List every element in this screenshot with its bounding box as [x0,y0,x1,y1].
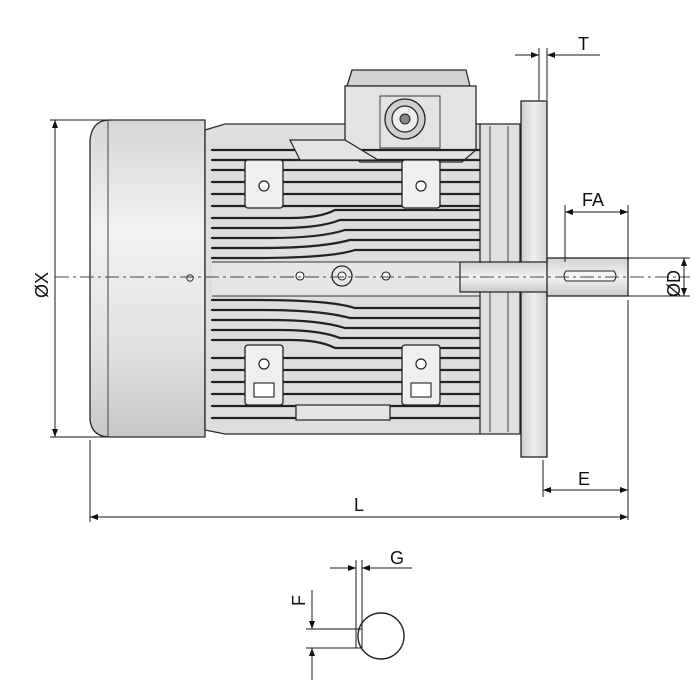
label-T: T [578,34,589,54]
dimension-T: T [515,34,600,100]
center-bolts [295,265,391,287]
fan-cover [89,119,206,438]
label-E: E [578,469,590,489]
dimension-D: ØD [628,257,690,297]
dimension-X: ØX [32,119,110,438]
label-D: ØD [664,270,684,297]
label-L: L [354,495,364,515]
label-FA: FA [582,190,604,210]
cable-gland [384,98,426,140]
label-G: G [390,548,404,568]
dimension-F: F [289,590,356,680]
shaft-section [357,612,405,660]
terminal-box [344,69,477,163]
motor-side-view [55,69,690,458]
mounting-lugs [244,159,441,406]
dimension-FA: FA [564,190,629,262]
label-X: ØX [32,272,52,298]
dimension-L: L [89,440,628,522]
dimension-G: G [330,548,412,610]
shaft-end-view: G F [289,548,412,680]
bottom-foot [295,404,391,421]
top-rib [288,139,381,161]
dimension-E: E [542,300,629,520]
fan-cover-center-mark [186,274,194,282]
shaft-key [563,270,617,282]
label-F: F [289,595,309,606]
